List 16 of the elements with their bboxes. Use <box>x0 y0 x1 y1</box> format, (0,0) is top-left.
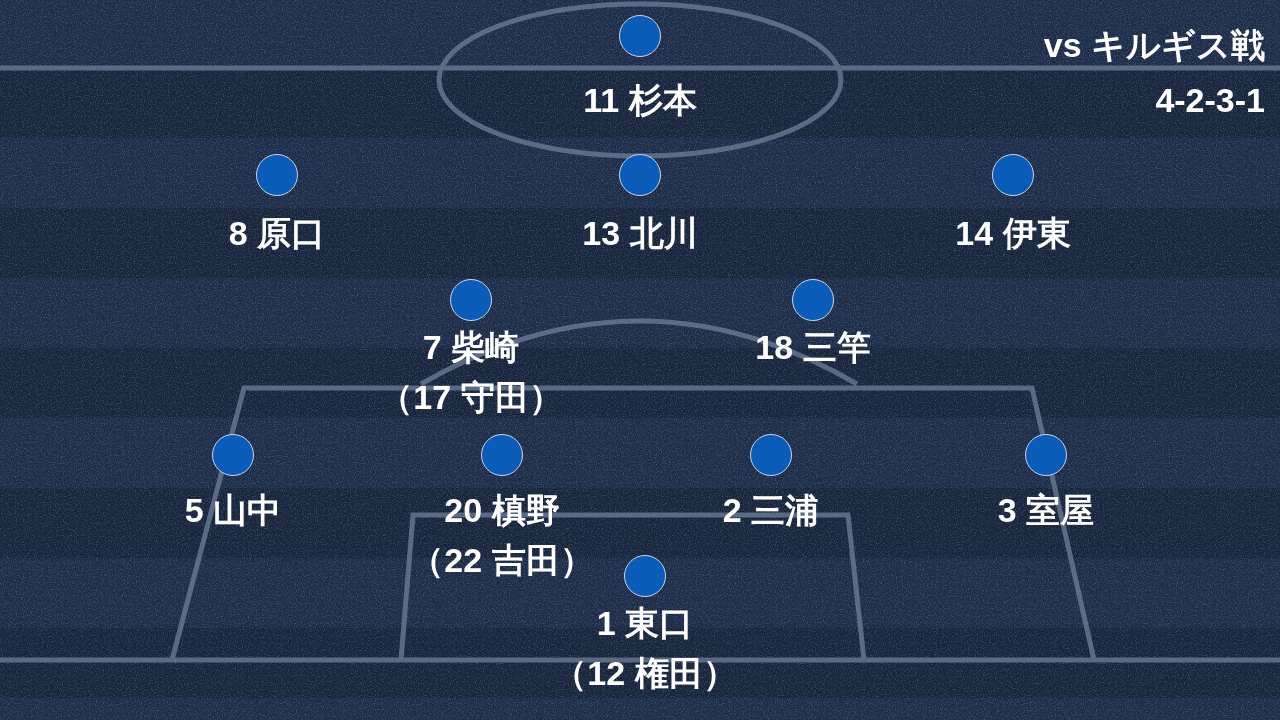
substitute-name: （22 吉田） <box>410 540 594 580</box>
player-name: 11 杉本 <box>583 80 697 120</box>
player-name: 5 山中 <box>184 490 282 530</box>
substitute-name: （17 守田） <box>379 377 563 417</box>
substitute-name: （12 権田） <box>553 653 737 693</box>
player-name: 20 槙野 <box>444 490 560 530</box>
player-name: 18 三竿 <box>755 327 871 367</box>
player-name: 2 三浦 <box>722 490 820 530</box>
player-name: 3 室屋 <box>997 490 1095 530</box>
player-name: 13 北川 <box>582 213 698 253</box>
player-name: 1 東口 <box>596 603 694 643</box>
player-name: 7 柴崎 <box>422 327 520 367</box>
player-name: 8 原口 <box>228 213 326 253</box>
match-title: vs キルギス戦 <box>1043 25 1265 65</box>
player-name: 14 伊東 <box>955 213 1071 253</box>
formation-label: 4-2-3-1 <box>1155 80 1265 120</box>
